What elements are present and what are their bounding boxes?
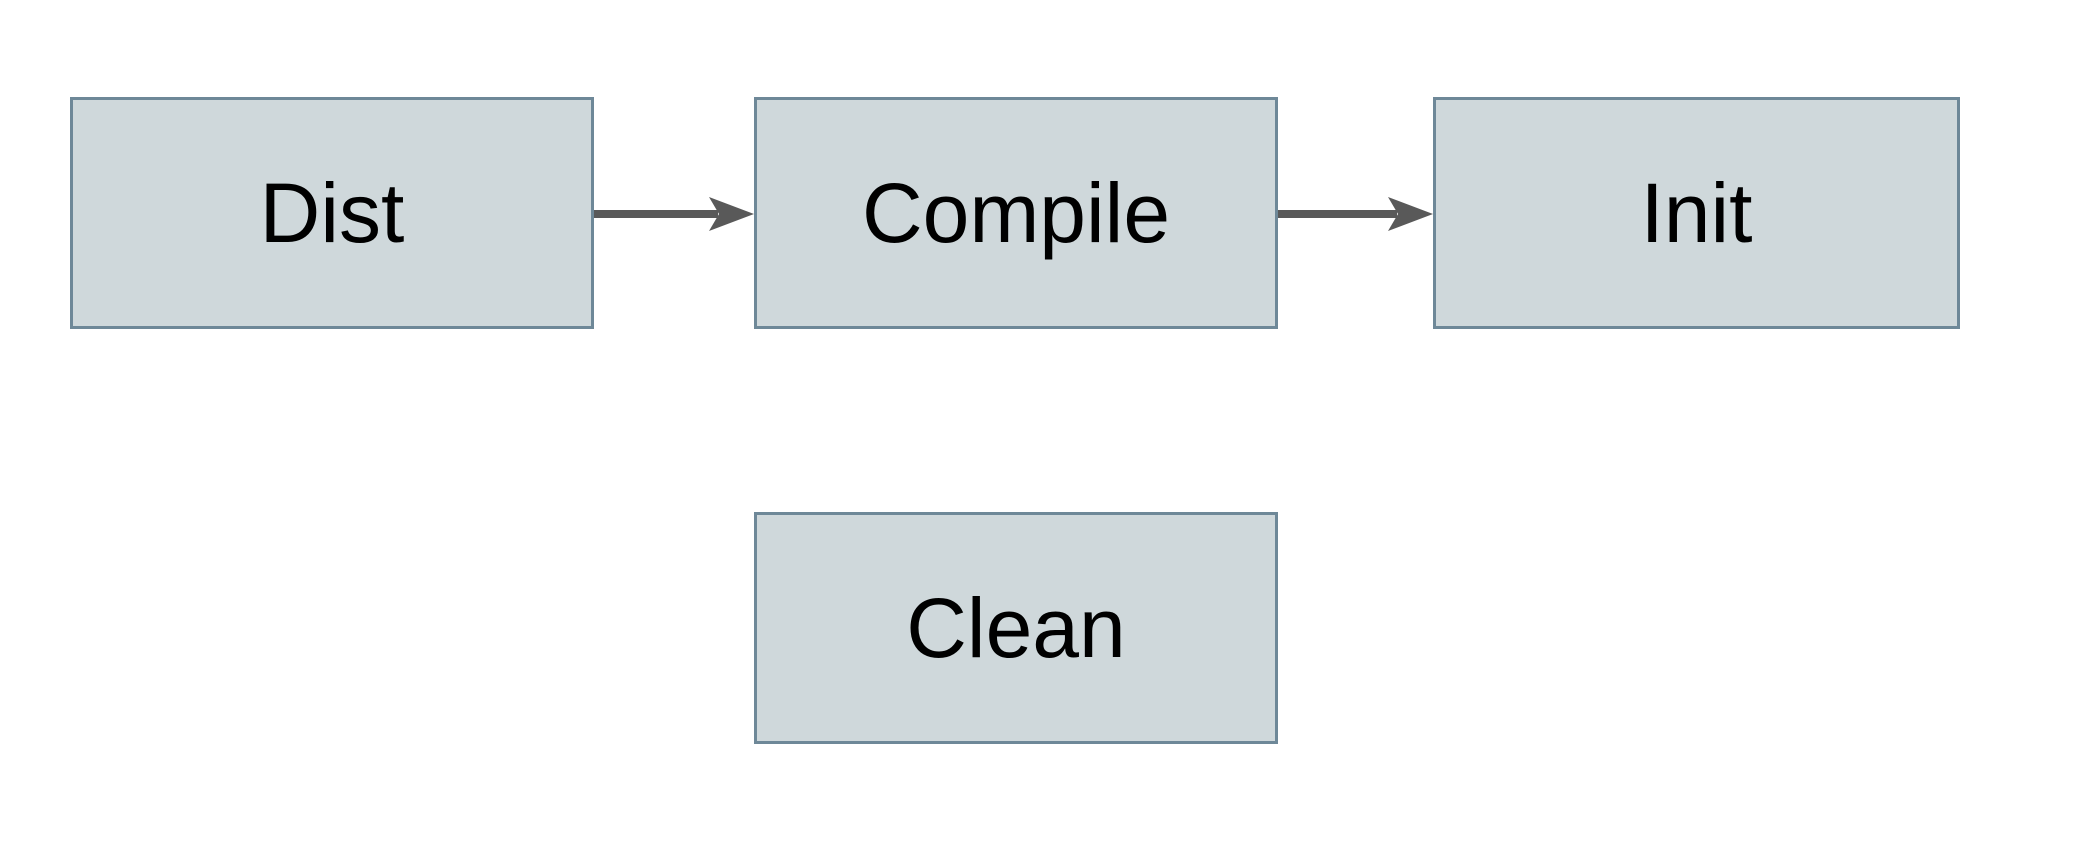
node-label-dist: Dist <box>259 166 405 260</box>
edge-dist-to-compile[interactable] <box>594 197 754 231</box>
edge-compile-to-init[interactable] <box>1278 197 1433 231</box>
node-clean[interactable]: Clean <box>754 512 1278 744</box>
node-compile[interactable]: Compile <box>754 97 1278 329</box>
node-label-compile: Compile <box>861 166 1171 260</box>
arrowhead-icon <box>1388 197 1433 231</box>
node-label-init: Init <box>1640 166 1753 260</box>
node-label-clean: Clean <box>906 581 1126 675</box>
node-init[interactable]: Init <box>1433 97 1960 329</box>
node-dist[interactable]: Dist <box>70 97 594 329</box>
arrowhead-icon <box>709 197 754 231</box>
